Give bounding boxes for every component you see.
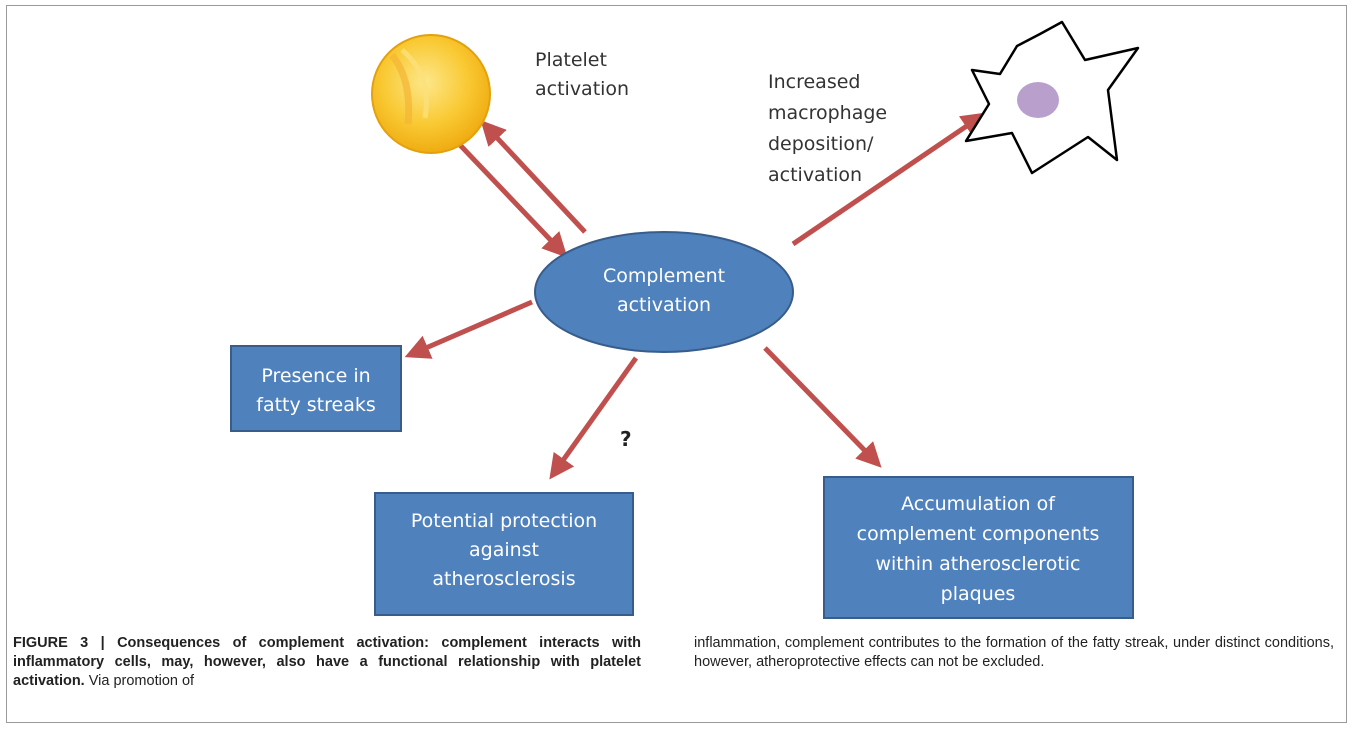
fatty-streaks-box: Presence in fatty streaks	[230, 345, 402, 432]
accumulation-label-line4: plaques	[941, 583, 1016, 605]
caption-right-column: inflammation, complement contributes to …	[694, 634, 1334, 672]
macrophage-label: Increased macrophage deposition/ activat…	[768, 71, 887, 186]
protection-label-line2: against	[469, 539, 539, 561]
platelet-label-line1: Platelet	[535, 49, 607, 71]
caption-right-text: inflammation, complement contributes to …	[694, 635, 1334, 670]
platelet-label-line2: activation	[535, 78, 629, 100]
figure-frame	[6, 5, 1347, 723]
platelet-icon	[371, 34, 491, 154]
arrow-complement-to-platelet	[480, 120, 587, 234]
arrow-to-protection	[549, 356, 639, 480]
complement-label-line1: Complement	[603, 265, 725, 287]
arrow-to-accumulation	[763, 346, 882, 468]
figure-caption-label: FIGURE 3 | Consequences of complement ac…	[13, 635, 641, 689]
complement-label-line2: activation	[617, 294, 711, 316]
caption-left-column: FIGURE 3 | Consequences of complement ac…	[13, 634, 641, 691]
fatty-label-line1: Presence in	[261, 365, 370, 387]
macrophage-label-line4: activation	[768, 164, 862, 186]
protection-label-line1: Potential protection	[411, 510, 597, 532]
macrophage-label-line1: Increased	[768, 71, 860, 93]
macrophage-icon	[964, 20, 1140, 175]
macrophage-label-line3: deposition/	[768, 133, 874, 155]
arrows	[404, 112, 987, 480]
platelet-label: Platelet activation	[535, 49, 629, 100]
caption-left-text: Via promotion of	[84, 673, 195, 689]
diagram: Complement activation Platelet activatio…	[230, 20, 1140, 619]
arrow-platelet-to-complement	[458, 143, 568, 258]
fatty-label-line2: fatty streaks	[256, 394, 376, 416]
question-mark: ?	[620, 427, 632, 451]
arrow-to-fatty-streaks	[404, 299, 533, 359]
macrophage-label-line2: macrophage	[768, 102, 887, 124]
arrow-to-macrophage	[791, 112, 987, 247]
accumulation-label-line2: complement components	[857, 523, 1100, 545]
protection-box: Potential protection against atheroscler…	[374, 492, 634, 616]
protection-label-line3: atherosclerosis	[432, 568, 575, 590]
accumulation-label-line1: Accumulation of	[901, 493, 1056, 515]
accumulation-label-line3: within atherosclerotic	[875, 553, 1080, 575]
complement-activation-node: Complement activation	[534, 231, 794, 353]
accumulation-box: Accumulation of complement components wi…	[823, 476, 1134, 619]
